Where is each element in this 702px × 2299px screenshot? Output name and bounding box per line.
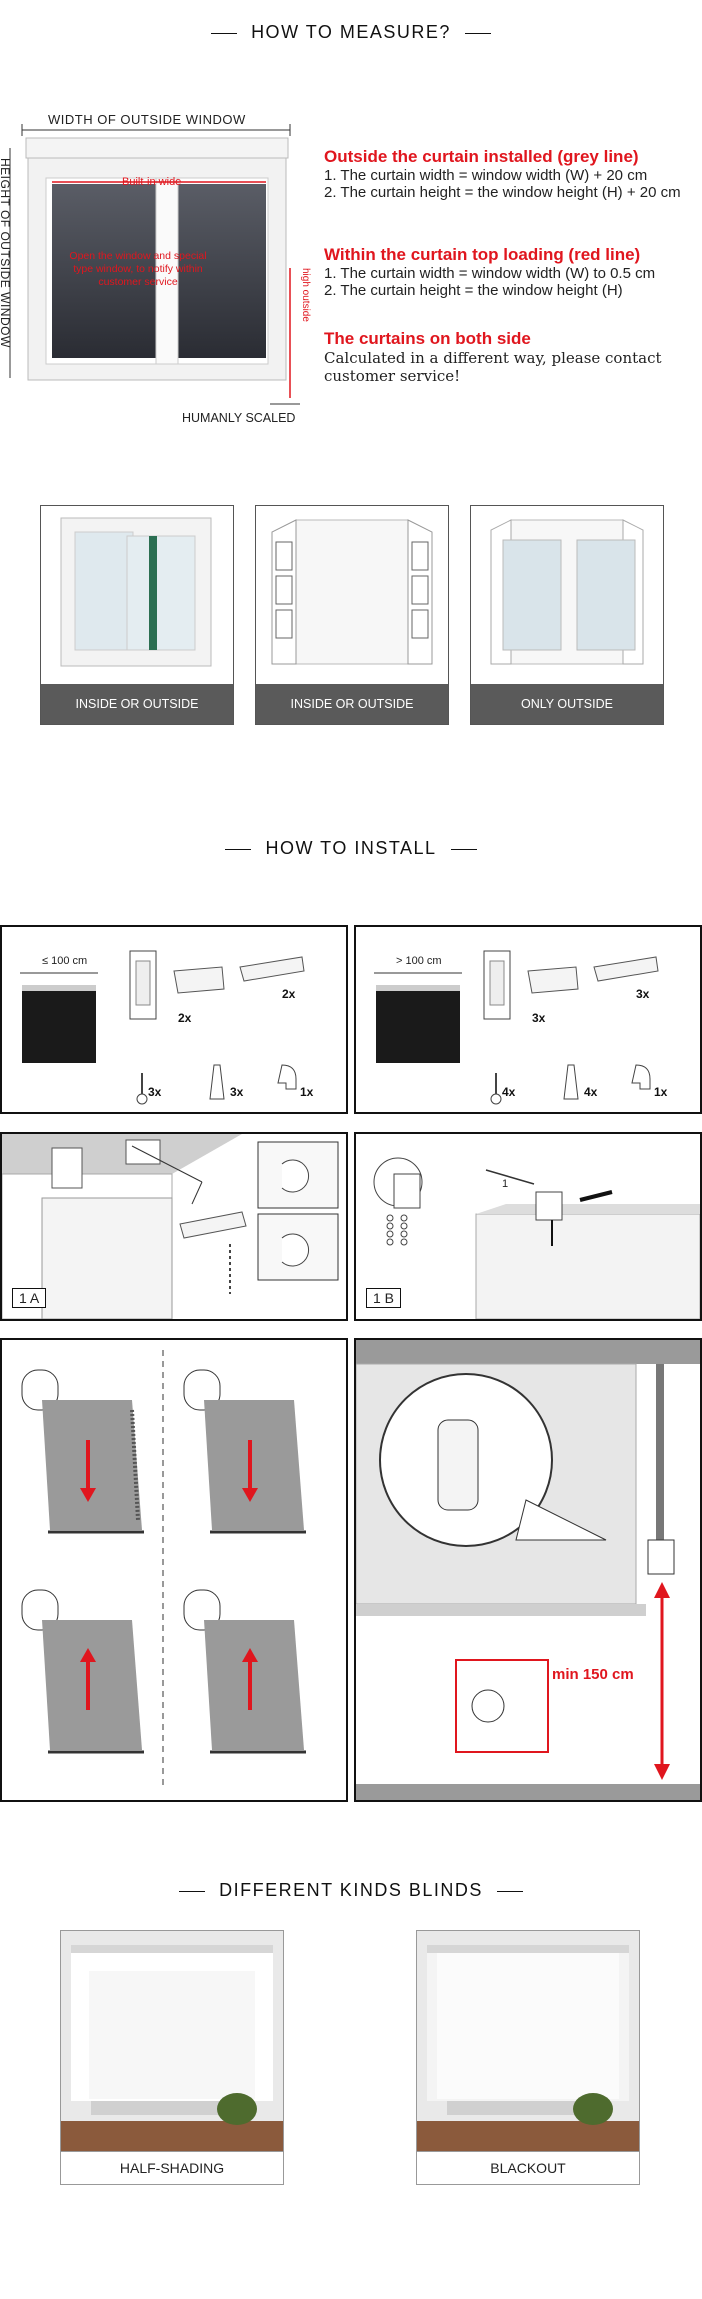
kit-size: ≤ 100 cm: [42, 955, 88, 967]
window-svg: [9, 124, 300, 405]
measure-title-row: HOW TO MEASURE?: [0, 22, 702, 43]
casement-window-icon: [271, 519, 433, 665]
height-label: HEIGHT OF OUTSIDE WINDOW: [0, 158, 12, 348]
blinds-title: DIFFERENT KINDS BLINDS: [219, 1880, 483, 1900]
hook-count: 1x: [654, 1085, 668, 1099]
kit-size: > 100 cm: [396, 955, 442, 967]
tilt-window-icon: [490, 519, 644, 665]
blind-label: HALF-SHADING: [61, 2151, 283, 2184]
blackout-svg: [417, 1931, 639, 2151]
kit-small-svg: [20, 950, 305, 1105]
clip-count: 3x: [636, 987, 650, 1001]
min-height-label: min 150 cm: [552, 1666, 634, 1683]
note-line: 1. The curtain width = window width (W) …: [324, 167, 648, 184]
note-heading: Outside the curtain installed (grey line…: [324, 147, 639, 166]
window-type-sliding: INSIDE OR OUTSIDE: [40, 505, 234, 725]
window-type-casement: INSIDE OR OUTSIDE: [255, 505, 449, 725]
blind-card-half-shading: HALF-SHADING: [60, 1930, 284, 2185]
note-outside: Outside the curtain installed (grey line…: [324, 147, 696, 201]
step-1a-panel: 1 A: [0, 1132, 348, 1321]
scale-label: HUMANLY SCALED: [182, 411, 296, 425]
measure-title: HOW TO MEASURE?: [251, 22, 451, 42]
note-line: 2. The curtain height = the window heigh…: [324, 184, 681, 201]
title-line-left: [211, 32, 238, 34]
window-note: Open the window and special type window,…: [69, 250, 207, 288]
title-line-left: [225, 848, 252, 850]
kit-large-svg: [374, 950, 659, 1105]
half-shading-svg: [61, 1931, 283, 2151]
note-heading: Within the curtain top loading (red line…: [324, 245, 641, 264]
anchor-count: 3x: [230, 1085, 244, 1099]
built-in-label: Built-in wide: [122, 176, 182, 188]
install-title: HOW TO INSTALL: [265, 838, 437, 858]
blinds-title-row: DIFFERENT KINDS BLINDS: [0, 1880, 702, 1901]
measure-notes: Outside the curtain installed (grey line…: [324, 147, 696, 385]
kit-panel-small: ≤ 100 cm 2x 2x 3x 3x 1x: [0, 925, 348, 1114]
title-line-left: [179, 1890, 206, 1892]
screw-count: 3x: [148, 1085, 162, 1099]
clip-count: 2x: [282, 987, 296, 1001]
blind-card-blackout: BLACKOUT: [416, 1930, 640, 2185]
title-line-right: [450, 848, 477, 850]
bracket-count: 2x: [178, 1011, 192, 1025]
note-line: 1. The curtain width = window width (W) …: [324, 265, 656, 282]
sliding-window-icon: [60, 517, 212, 667]
install-title-row: HOW TO INSTALL: [0, 838, 702, 859]
title-line-right: [464, 32, 491, 34]
step-1a-label: 1 A: [12, 1288, 47, 1308]
bracket-count: 3x: [532, 1011, 546, 1025]
note-within: Within the curtain top loading (red line…: [324, 245, 696, 299]
operation-panel: [0, 1338, 348, 1802]
step-1b-svg: [373, 1157, 700, 1319]
min-height-panel: min 150 cm: [354, 1338, 702, 1802]
window-type-tilt: ONLY OUTSIDE: [470, 505, 664, 725]
high-outside-label: high outside: [300, 268, 311, 322]
min-height-svg: [356, 1340, 700, 1800]
step-1b-panel: 1 1 B: [354, 1132, 702, 1321]
window-type-label: INSIDE OR OUTSIDE: [256, 684, 448, 724]
anchor-count: 4x: [584, 1085, 598, 1099]
note-heading: The curtains on both side: [324, 329, 531, 348]
blind-label: BLACKOUT: [417, 2151, 639, 2184]
hook-count: 1x: [300, 1085, 314, 1099]
kit-panel-large: > 100 cm 3x 3x 4x 4x 1x: [354, 925, 702, 1114]
screw-count: 4x: [502, 1085, 516, 1099]
window-diagram: WIDTH OF OUTSIDE WINDOW Built-in wide Op…: [0, 108, 320, 428]
window-type-label: ONLY OUTSIDE: [471, 684, 663, 724]
title-line-right: [496, 1890, 523, 1892]
note-line: Calculated in a different way, please co…: [324, 349, 662, 367]
step-1b-label: 1 B: [366, 1288, 402, 1308]
window-type-label: INSIDE OR OUTSIDE: [41, 684, 233, 724]
note-line: 2. The curtain height = the window heigh…: [324, 282, 623, 299]
step-1a-svg: [2, 1134, 339, 1319]
note-both-side: The curtains on both side Calculated in …: [324, 329, 696, 385]
note-line: customer service!: [324, 367, 461, 385]
arrow-num: 1: [502, 1178, 509, 1190]
operation-svg: [21, 1350, 306, 1790]
width-label: WIDTH OF OUTSIDE WINDOW: [48, 112, 246, 127]
